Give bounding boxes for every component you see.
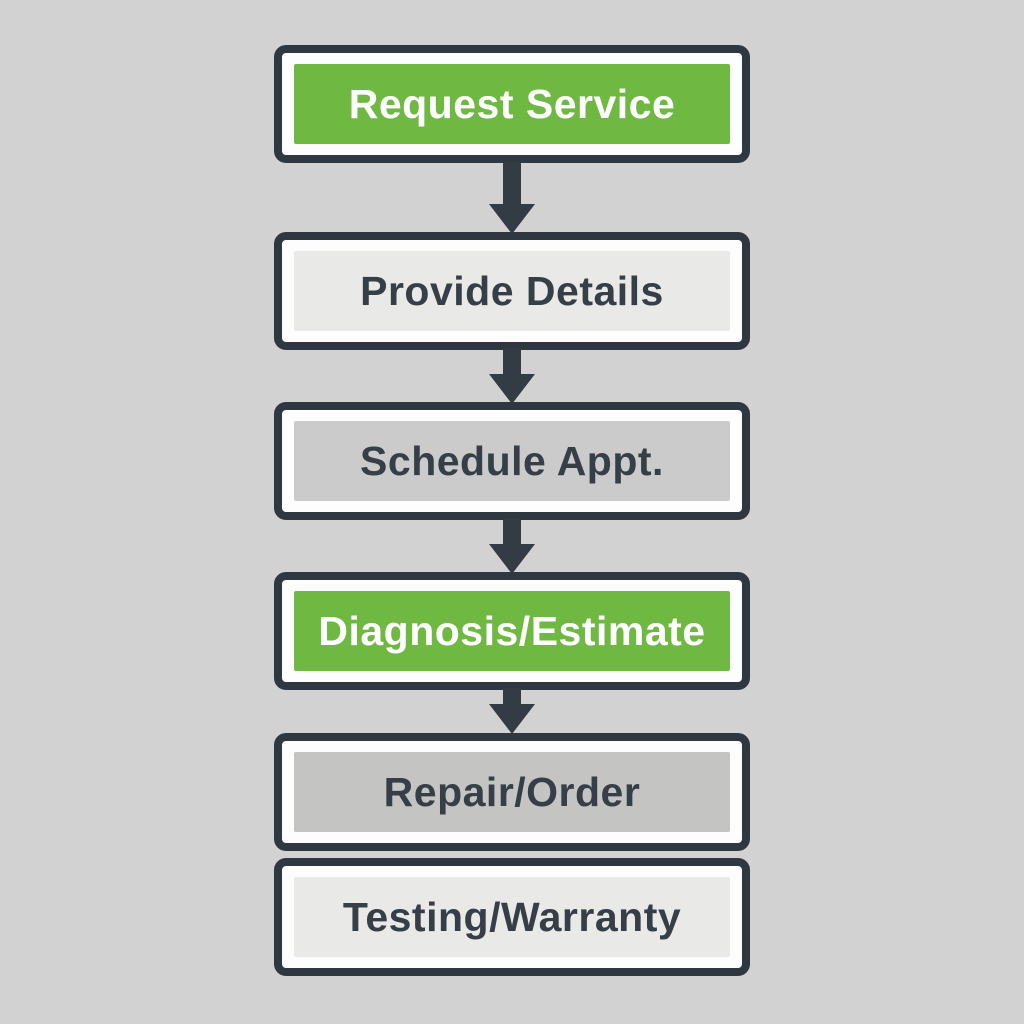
step-fill: Provide Details — [294, 251, 730, 331]
arrow-head — [489, 544, 535, 574]
step-box-repair-order: Repair/Order — [274, 733, 750, 851]
arrow-head — [489, 374, 535, 404]
arrow-head — [489, 204, 535, 234]
step-label: Provide Details — [360, 267, 664, 314]
down-arrow-icon — [489, 162, 535, 234]
step-label: Diagnosis/Estimate — [318, 607, 706, 654]
arrow-stem — [503, 518, 521, 544]
step-label: Schedule Appt. — [360, 437, 664, 484]
step-fill: Testing/Warranty — [294, 877, 730, 957]
step-fill: Schedule Appt. — [294, 421, 730, 501]
arrow-stem — [503, 162, 521, 204]
step-box-diagnosis-estimate: Diagnosis/Estimate — [274, 572, 750, 690]
down-arrow-icon — [489, 348, 535, 404]
down-arrow-icon — [489, 688, 535, 734]
arrow-head — [489, 704, 535, 734]
step-box-testing-warranty: Testing/Warranty — [274, 858, 750, 976]
step-box-provide-details: Provide Details — [274, 232, 750, 350]
down-arrow-icon — [489, 518, 535, 574]
arrow-stem — [503, 688, 521, 704]
step-box-request-service: Request Service — [274, 45, 750, 163]
step-label: Testing/Warranty — [342, 893, 682, 940]
step-label: Repair/Order — [383, 768, 641, 815]
step-box-schedule-appt: Schedule Appt. — [274, 402, 750, 520]
step-fill: Request Service — [294, 64, 730, 144]
step-label: Request Service — [348, 80, 676, 127]
step-fill: Diagnosis/Estimate — [294, 591, 730, 671]
step-fill: Repair/Order — [294, 752, 730, 832]
arrow-stem — [503, 348, 521, 374]
